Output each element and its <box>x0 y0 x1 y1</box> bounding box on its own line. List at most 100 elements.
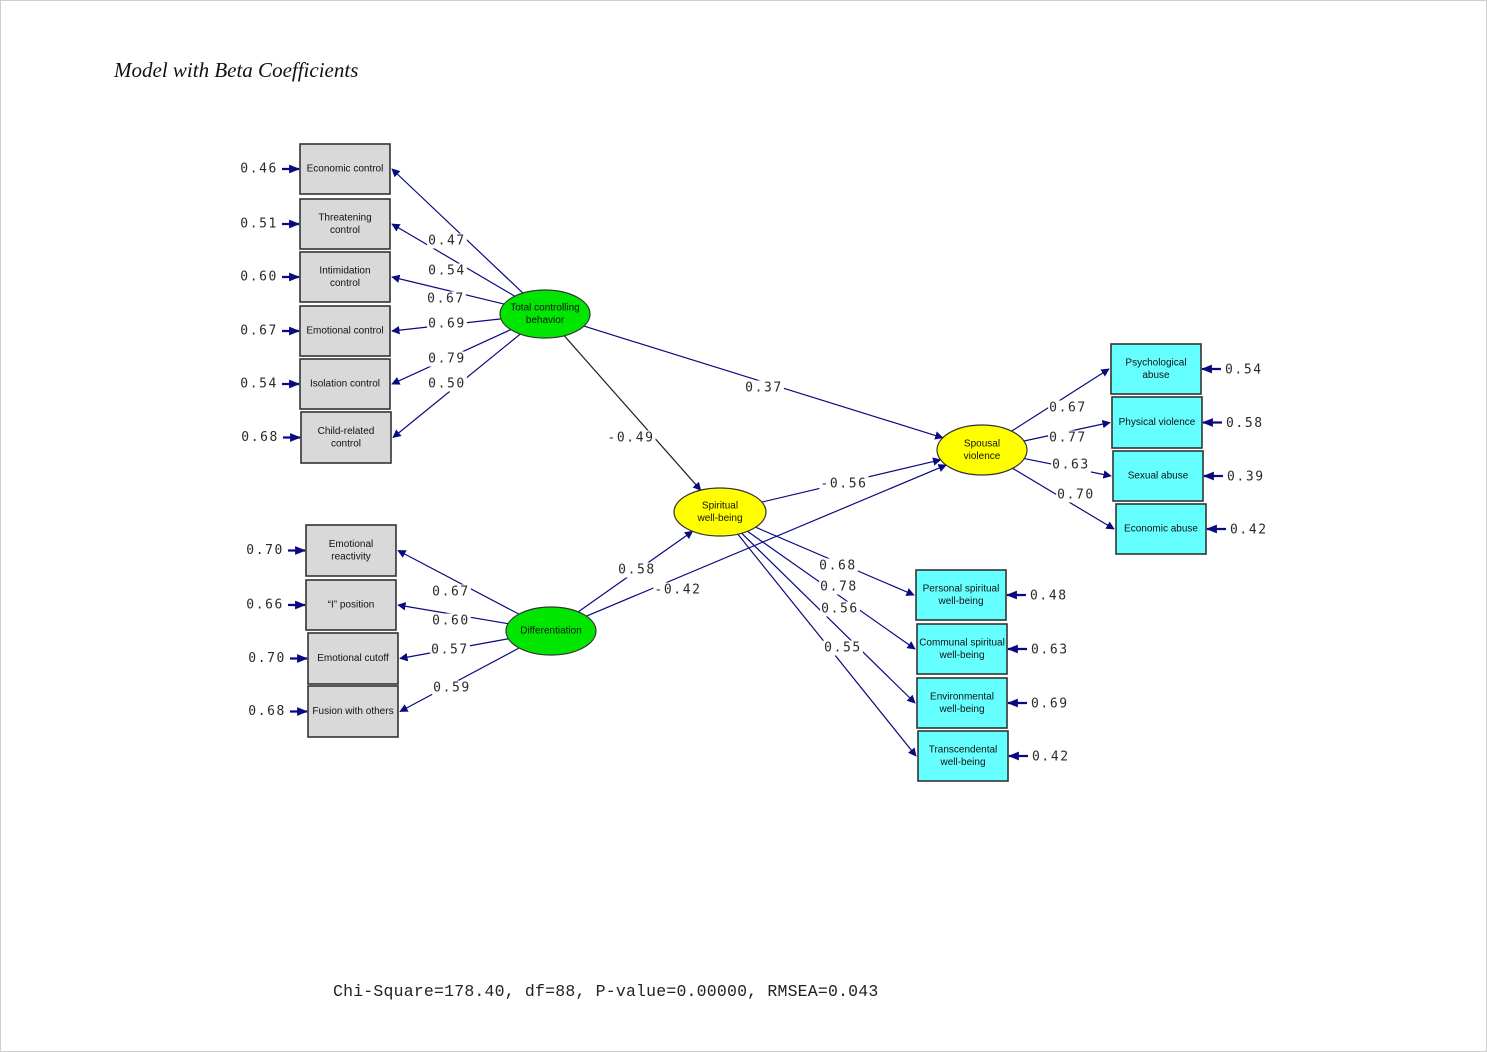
label-backing <box>431 584 471 600</box>
loading-label-er: 0.67 <box>432 585 470 600</box>
indicator-label: Communal spiritual <box>919 637 1005 648</box>
beta-label-tcb-swb: -0.49 <box>607 431 654 446</box>
indicator-rect <box>299 143 391 195</box>
loading-label-ea: 0.70 <box>1057 488 1095 503</box>
loading-label-tc: 0.54 <box>428 264 466 279</box>
indicator-rect <box>299 251 391 303</box>
indicator-rect <box>305 524 397 577</box>
figure-title: Model with Beta Coefficients <box>114 58 359 82</box>
latent-ellipse <box>936 424 1028 476</box>
label-backing <box>1051 457 1091 473</box>
loading-path-fwo <box>399 647 520 713</box>
error-label-psw: 0.48 <box>1030 589 1068 604</box>
label-backing <box>427 316 467 332</box>
label-backing <box>239 269 279 285</box>
indicator-label: control <box>330 225 360 236</box>
indicator-label: control <box>331 438 361 449</box>
label-backing <box>1048 430 1088 446</box>
label-backing <box>239 161 279 177</box>
indicator-label: Emotional <box>329 539 373 550</box>
indicator-box-eco: Emotional cutoff <box>307 632 399 685</box>
error-label-er: 0.70 <box>246 543 284 558</box>
label-backing <box>823 640 863 656</box>
label-backing <box>1031 749 1071 765</box>
loading-label-emc: 0.69 <box>428 317 466 332</box>
loading-label-sa: 0.63 <box>1052 458 1090 473</box>
label-backing <box>617 562 657 578</box>
label-backing <box>653 582 703 598</box>
indicator-rect <box>1112 450 1204 502</box>
indicator-rect <box>307 685 399 738</box>
indicator-box-pa: Psychological abuse <box>1110 343 1202 395</box>
indicator-label: Psychological <box>1125 357 1186 368</box>
loading-path-ec <box>391 168 524 294</box>
label-backing <box>1229 522 1269 538</box>
label-backing <box>1225 416 1265 431</box>
error-label-ip: 0.66 <box>246 598 284 613</box>
indicator-rect <box>1115 503 1207 555</box>
indicator-rect <box>307 632 399 685</box>
label-backing <box>245 543 285 558</box>
loading-label-eco: 0.57 <box>431 643 469 658</box>
latent-label: well-being <box>696 513 742 524</box>
label-backing <box>606 430 656 446</box>
loading-label-psw: 0.68 <box>819 559 857 574</box>
indicator-box-emc: Emotional control <box>299 305 391 357</box>
indicator-box-isc: Isolation control <box>299 358 391 410</box>
indicator-rect <box>299 305 391 357</box>
loading-label-crc: 0.50 <box>428 377 466 392</box>
label-backing <box>239 216 279 232</box>
label-backing <box>819 579 859 595</box>
indicator-label: Economic abuse <box>1124 524 1198 535</box>
indicator-label: Threatening <box>318 212 371 223</box>
indicator-box-ea: Economic abuse <box>1115 503 1207 555</box>
loading-label-pv: 0.77 <box>1049 431 1087 446</box>
indicator-label: “I” position <box>328 600 375 611</box>
beta-label-tcb-sv: 0.37 <box>745 381 783 396</box>
indicator-label: Physical violence <box>1119 417 1196 428</box>
indicator-rect <box>1111 396 1203 449</box>
indicator-label: reactivity <box>331 551 370 562</box>
label-backing <box>1030 642 1070 658</box>
indicator-label: well-being <box>937 596 983 607</box>
error-label-tc: 0.51 <box>240 217 278 232</box>
loading-label-ec: 0.47 <box>428 234 466 249</box>
label-backing <box>247 651 287 666</box>
label-backing <box>427 263 467 279</box>
latent-label: Spousal <box>964 438 1000 449</box>
indicator-label: Economic control <box>307 164 384 175</box>
error-label-csw: 0.63 <box>1031 643 1069 658</box>
indicator-label: well-being <box>938 704 984 715</box>
indicator-rect <box>1110 343 1202 395</box>
indicator-label: Personal spiritual <box>923 583 1000 594</box>
error-label-crc: 0.68 <box>241 430 279 445</box>
loading-path-ic <box>391 274 505 305</box>
loading-label-enw: 0.56 <box>821 602 859 617</box>
indicator-rect <box>299 358 391 410</box>
loading-path-enw <box>741 532 916 704</box>
indicator-label: well-being <box>938 650 984 661</box>
label-backing <box>426 291 466 307</box>
loading-path-er <box>397 549 520 615</box>
label-backing <box>245 597 285 613</box>
beta-label-diff-swb: 0.58 <box>618 563 656 578</box>
beta-label-diff-sv: -0.42 <box>654 583 701 598</box>
error-label-isc: 0.54 <box>240 377 278 392</box>
indicator-box-ec: Economic control <box>299 143 391 195</box>
error-label-ea: 0.42 <box>1230 523 1268 538</box>
indicator-box-pv: Physical violence <box>1111 396 1203 449</box>
indicator-box-ip: “I” position <box>305 579 397 631</box>
structural-path-tcb-swb <box>563 335 702 491</box>
error-label-pv: 0.58 <box>1226 416 1264 431</box>
error-label-pa: 0.54 <box>1225 363 1263 378</box>
label-backing <box>1030 696 1070 712</box>
fit-statistics: Chi-Square=178.40, df=88, P-value=0.0000… <box>333 982 879 1001</box>
indicator-label: Fusion with others <box>312 706 393 717</box>
indicator-label: abuse <box>1142 370 1170 381</box>
loading-label-csw: 0.78 <box>820 580 858 595</box>
indicator-label: Environmental <box>930 691 994 702</box>
